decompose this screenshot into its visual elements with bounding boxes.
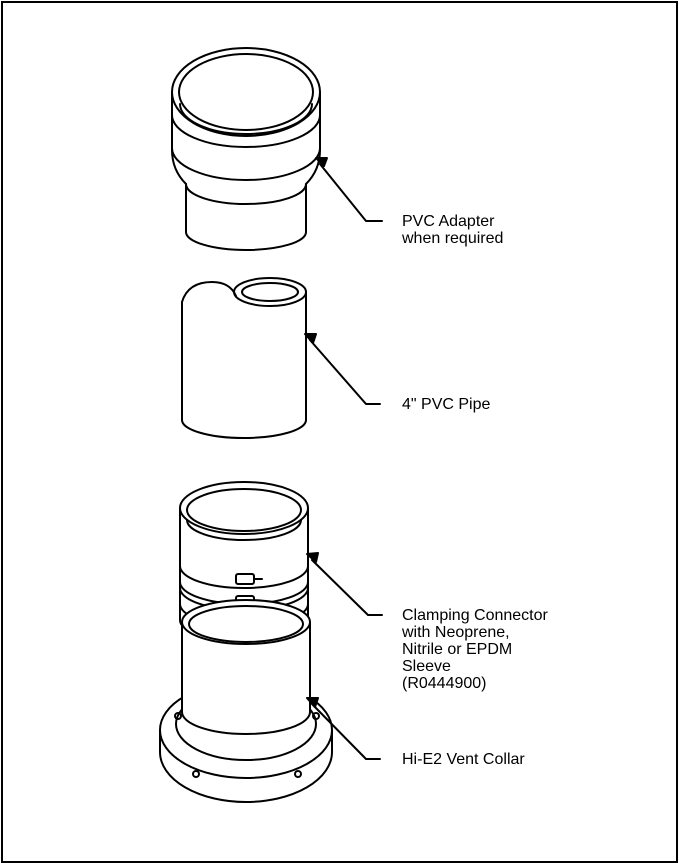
leader-pvc-adapter <box>319 163 383 222</box>
label-vent-collar: Hi-E2 Vent Collar <box>402 751 525 768</box>
leader-vent-collar <box>311 703 381 760</box>
leader-lines <box>304 157 383 760</box>
arrowhead-pvc-pipe <box>304 333 317 344</box>
leader-pvc-pipe <box>309 339 381 405</box>
arrowhead-pvc-adapter <box>315 157 328 167</box>
pvc-adapter-part <box>171 47 321 251</box>
leader-clamping-connector <box>311 559 383 616</box>
label-pvc-adapter: PVC Adapter when required <box>402 213 504 247</box>
label-clamping-connector: Clamping Connector with Neoprene, Nitril… <box>402 607 548 692</box>
pvc-pipe-part <box>181 277 307 439</box>
arrowhead-clamping-connector <box>306 552 319 563</box>
vent-collar-part <box>159 599 333 803</box>
label-pvc-pipe: 4" PVC Pipe <box>402 396 491 413</box>
arrowhead-vent-collar <box>306 697 319 708</box>
